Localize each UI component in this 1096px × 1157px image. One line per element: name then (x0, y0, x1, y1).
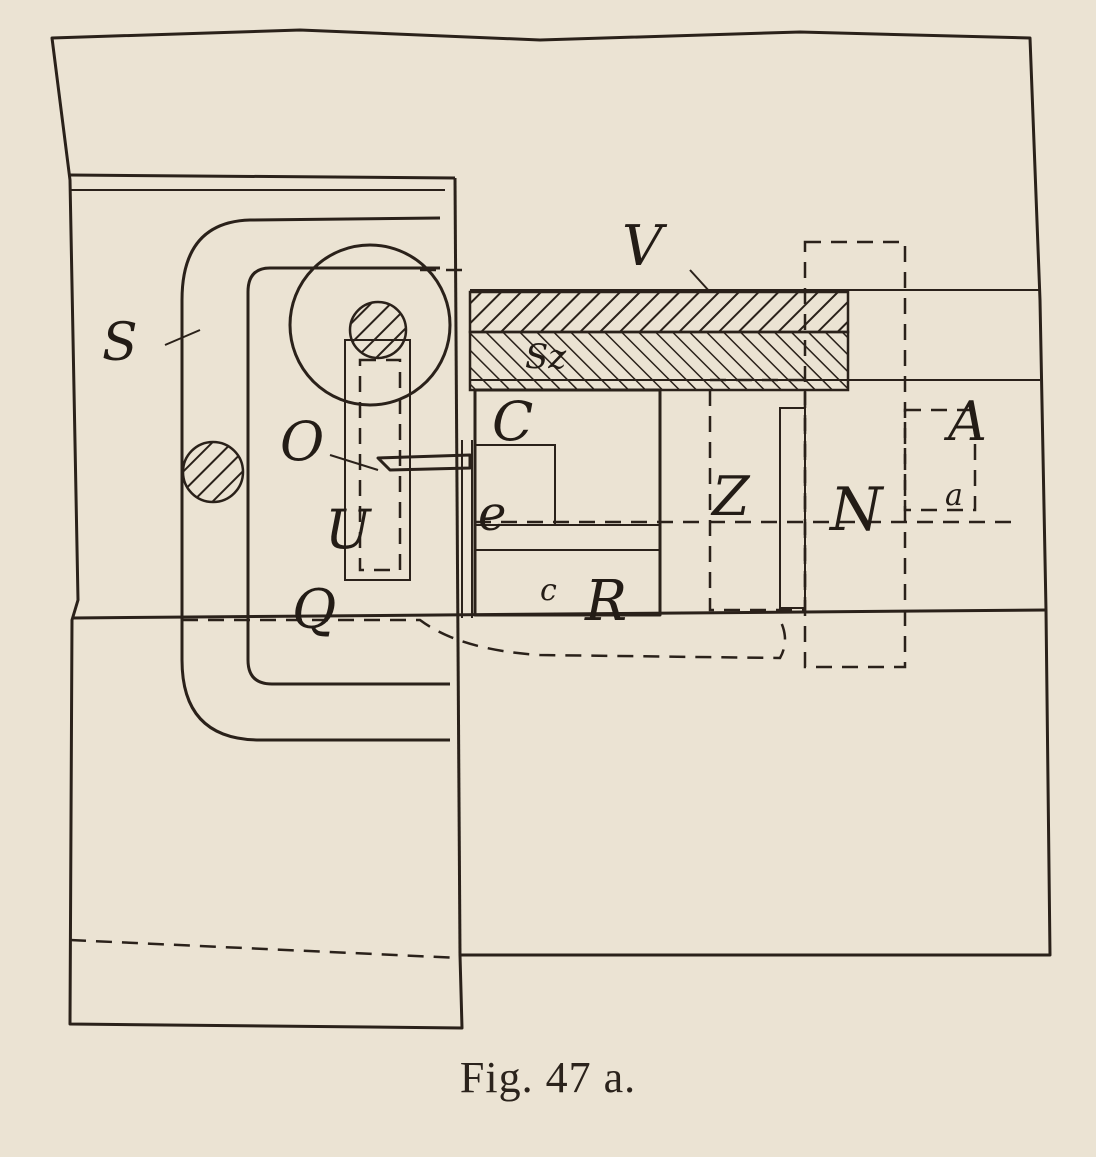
outer-plate-outline (50, 28, 1052, 1030)
label-n: N (828, 475, 885, 545)
pin-lower (181, 440, 245, 504)
mechanical-diagram: S V Sz O C A U e Z N Q R a c (50, 28, 1052, 1030)
block-e-lower (474, 524, 661, 551)
label-q: Q (292, 578, 336, 641)
label-e: e (478, 486, 506, 542)
leader-s (164, 329, 201, 346)
label-r: R (584, 569, 627, 634)
label-small-c: c (540, 573, 557, 608)
band-line-top (69, 173, 456, 180)
label-o: O (280, 410, 324, 473)
bar-v-upper (468, 290, 850, 334)
lever-o (376, 453, 472, 472)
bracket-s-outer (180, 216, 450, 742)
dashed-lower-line (69, 938, 461, 960)
label-z: Z (710, 465, 751, 528)
figure-caption: Fig. 47 a. (459, 1053, 637, 1102)
label-small-a: a (945, 478, 963, 513)
slot-small (779, 407, 806, 609)
label-a: A (943, 390, 987, 453)
divider-vertical (453, 177, 462, 956)
label-c: C (492, 390, 533, 453)
bracket-s-inner (246, 266, 450, 686)
label-s: S (102, 313, 138, 373)
label-v: V (622, 214, 668, 279)
label-sz: Sz (525, 337, 567, 377)
eccentric-disc (288, 243, 452, 407)
label-u: U (325, 498, 372, 561)
dashed-box-a (903, 408, 977, 512)
lever-o-pointer (329, 454, 379, 471)
dashed-curve-qr (182, 618, 787, 660)
leader-v (689, 269, 711, 293)
pin-upper (348, 300, 408, 360)
